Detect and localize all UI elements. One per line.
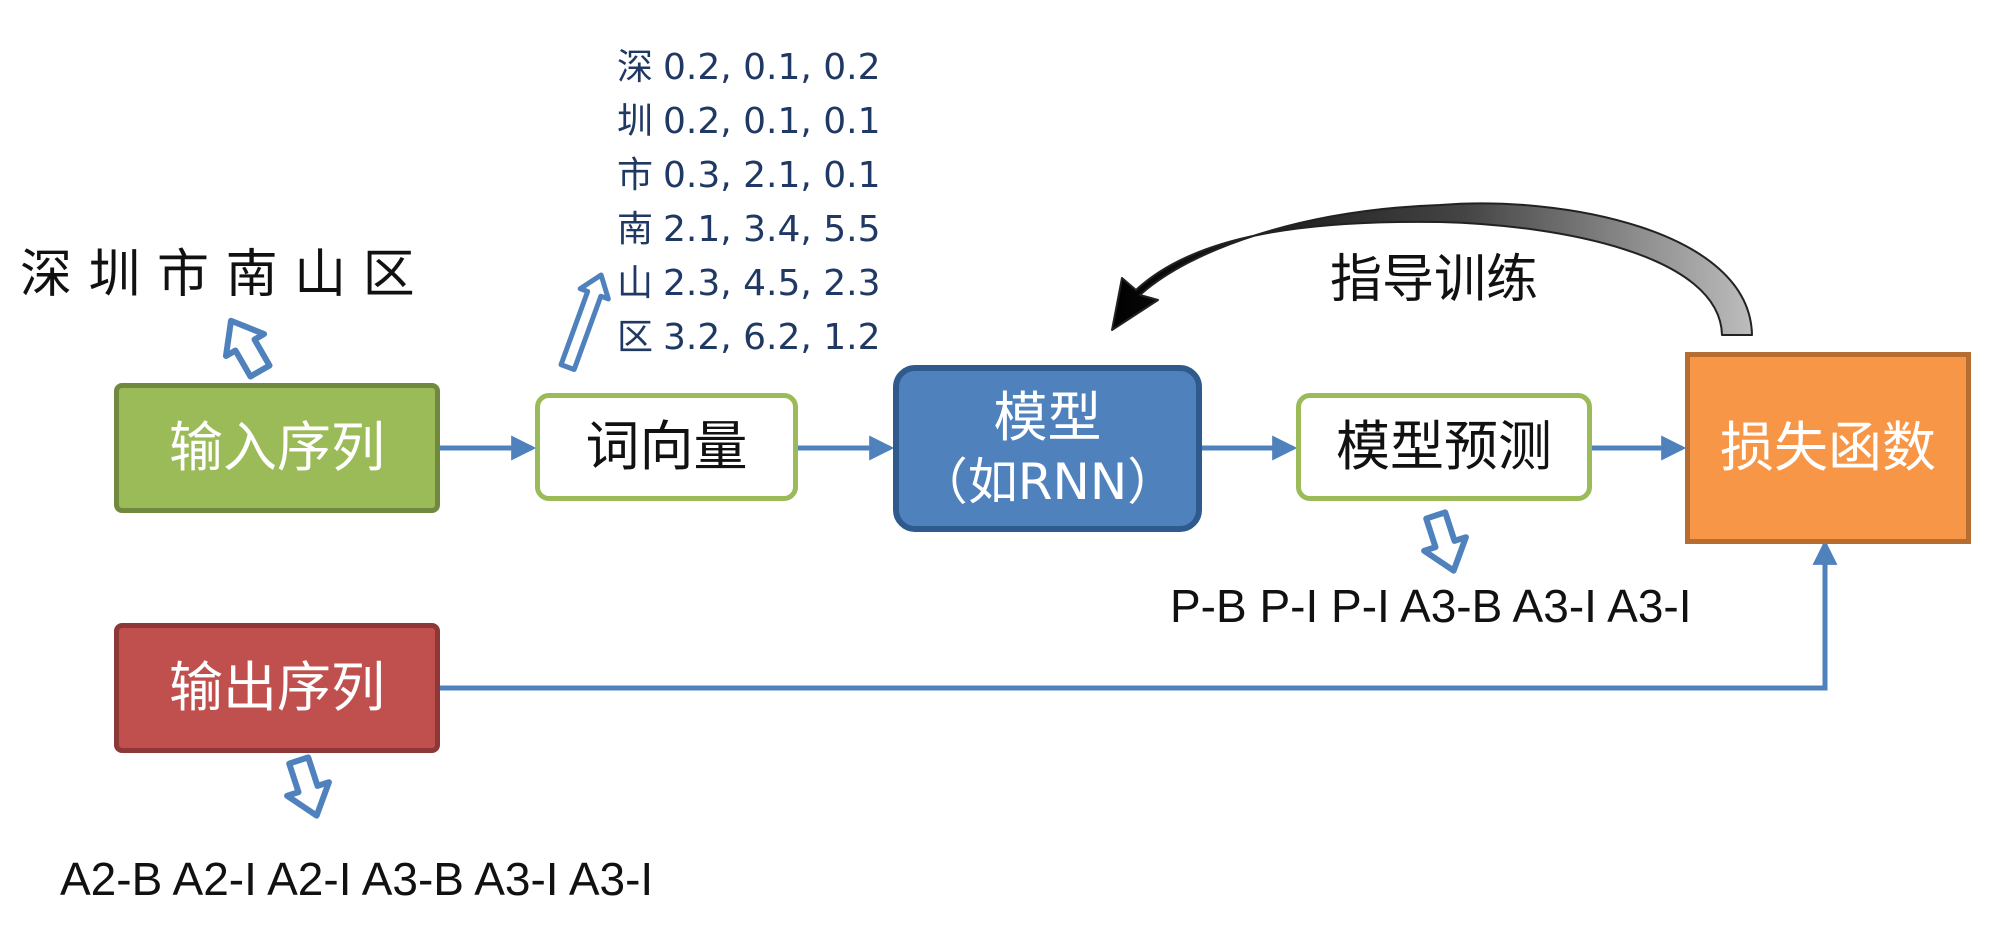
word-vector-values: 0.2, 0.1, 0.2 <box>663 47 881 88</box>
model-label: 模型 <box>993 385 1102 449</box>
sample-text: 深 圳 市 南 山 区 <box>20 245 415 305</box>
loss-function-label: 损失函数 <box>1720 416 1936 480</box>
block-arrow-input-to-text <box>222 317 273 380</box>
word-vector-node: 词向量 <box>535 393 798 501</box>
word-vector-char: 南 <box>617 209 654 250</box>
prediction-tags: P-B P-I P-I A3-B A3-I A3-I <box>1170 580 1692 632</box>
input-sequence-label: 输入序列 <box>169 416 385 480</box>
word-vector-values: 3.2, 6.2, 1.2 <box>663 317 881 358</box>
model-example-label: （如RNN） <box>917 453 1178 511</box>
output-sequence-node: 输出序列 <box>114 623 440 753</box>
word-vector-values: 0.2, 0.1, 0.1 <box>663 101 881 142</box>
model-node: 模型 （如RNN） <box>893 365 1202 532</box>
word-vector-values: 0.3, 2.1, 0.1 <box>663 155 881 196</box>
word-vector-char: 深 <box>617 47 654 88</box>
block-arrow-output-to-tags <box>284 754 332 819</box>
block-arrow-prediction-to-tags <box>1421 509 1469 574</box>
feedback-curve-arrow <box>1111 202 1753 336</box>
model-prediction-node: 模型预测 <box>1296 393 1592 501</box>
word-vector-label: 词向量 <box>585 415 748 479</box>
model-prediction-label: 模型预测 <box>1336 415 1552 479</box>
word-vector-char: 山 <box>617 263 654 304</box>
word-vector-values: 2.1, 3.4, 5.5 <box>663 209 881 250</box>
word-vector-char: 圳 <box>617 101 654 142</box>
feedback-label: 指导训练 <box>1330 250 1539 310</box>
word-vector-char: 区 <box>617 317 654 358</box>
arrow-output-to-loss <box>440 539 1838 691</box>
word-vector-char: 市 <box>617 155 654 196</box>
input-sequence-node: 输入序列 <box>114 383 440 513</box>
gold-tags: A2-B A2-I A2-I A3-B A3-I A3-I <box>60 853 654 905</box>
output-sequence-label: 输出序列 <box>169 656 385 720</box>
word-vector-values: 2.3, 4.5, 2.3 <box>663 263 881 304</box>
block-arrow-wordvec-to-vectors <box>558 272 611 372</box>
loss-function-node: 损失函数 <box>1685 352 1971 544</box>
